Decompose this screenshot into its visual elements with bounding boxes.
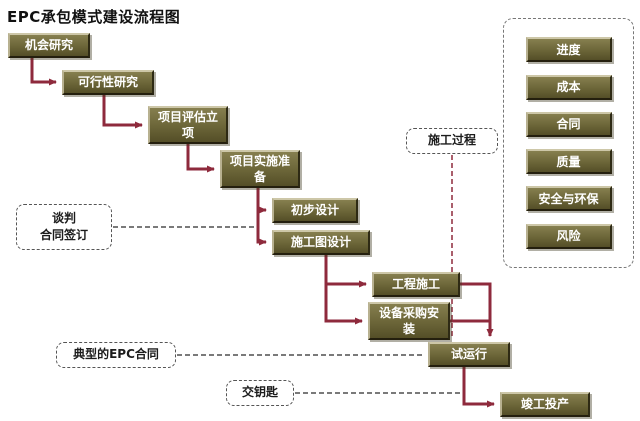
flow-node-construction-drawing-design: 施工图设计 xyxy=(272,230,370,255)
arrow-preparation-to-drawing-design xyxy=(256,210,267,246)
flow-node-completion-production: 竣工投产 xyxy=(500,392,590,417)
panel-item-contract: 合同 xyxy=(525,111,612,137)
callout-typical-epc-contract: 典型的EPC合同 xyxy=(56,342,176,368)
flow-node-equipment-procurement-installation: 设备采购安装 xyxy=(368,302,450,340)
flow-node-trial-run: 试运行 xyxy=(428,342,510,367)
arrow-evaluation-to-preparation xyxy=(186,144,215,173)
callout-construction-process: 施工过程 xyxy=(406,128,498,154)
flow-node-feasibility-study: 可行性研究 xyxy=(62,70,154,95)
callout-turnkey: 交钥匙 xyxy=(226,380,294,406)
arrow-drawing-to-equipment xyxy=(324,284,363,325)
callout-negotiation-line1: 谈判 xyxy=(51,210,76,225)
panel-item-safety-environment: 安全与环保 xyxy=(525,186,612,212)
arrow-preparation-to-preliminary-design xyxy=(256,188,267,214)
flow-node-implementation-preparation: 项目实施准备 xyxy=(220,150,300,188)
callout-negotiation-contract-signing: 谈判 合同签订 xyxy=(16,204,112,250)
page-title: EPC承包模式建设流程图 xyxy=(7,8,181,26)
panel-item-quality: 质量 xyxy=(525,149,612,175)
arrow-trial-run-to-completion xyxy=(462,367,495,408)
arrow-feasibility-to-evaluation xyxy=(102,95,143,129)
panel-item-risk: 风险 xyxy=(525,223,612,249)
flow-node-opportunity-research: 机会研究 xyxy=(8,33,90,58)
flow-node-project-evaluation: 项目评估立项 xyxy=(148,106,228,144)
callout-negotiation-line2: 合同签订 xyxy=(39,228,88,242)
arrow-opportunity-to-feasibility xyxy=(30,58,57,86)
flow-node-preliminary-design: 初步设计 xyxy=(272,198,358,223)
flow-node-engineering-construction: 工程施工 xyxy=(372,272,460,297)
panel-item-cost: 成本 xyxy=(525,74,612,100)
arrow-drawing-to-construction xyxy=(324,255,367,288)
panel-item-progress: 进度 xyxy=(525,37,612,63)
arrow-construction-to-trial-run xyxy=(460,282,494,337)
management-panel: 进度 成本 合同 质量 安全与环保 风险 xyxy=(503,18,634,268)
